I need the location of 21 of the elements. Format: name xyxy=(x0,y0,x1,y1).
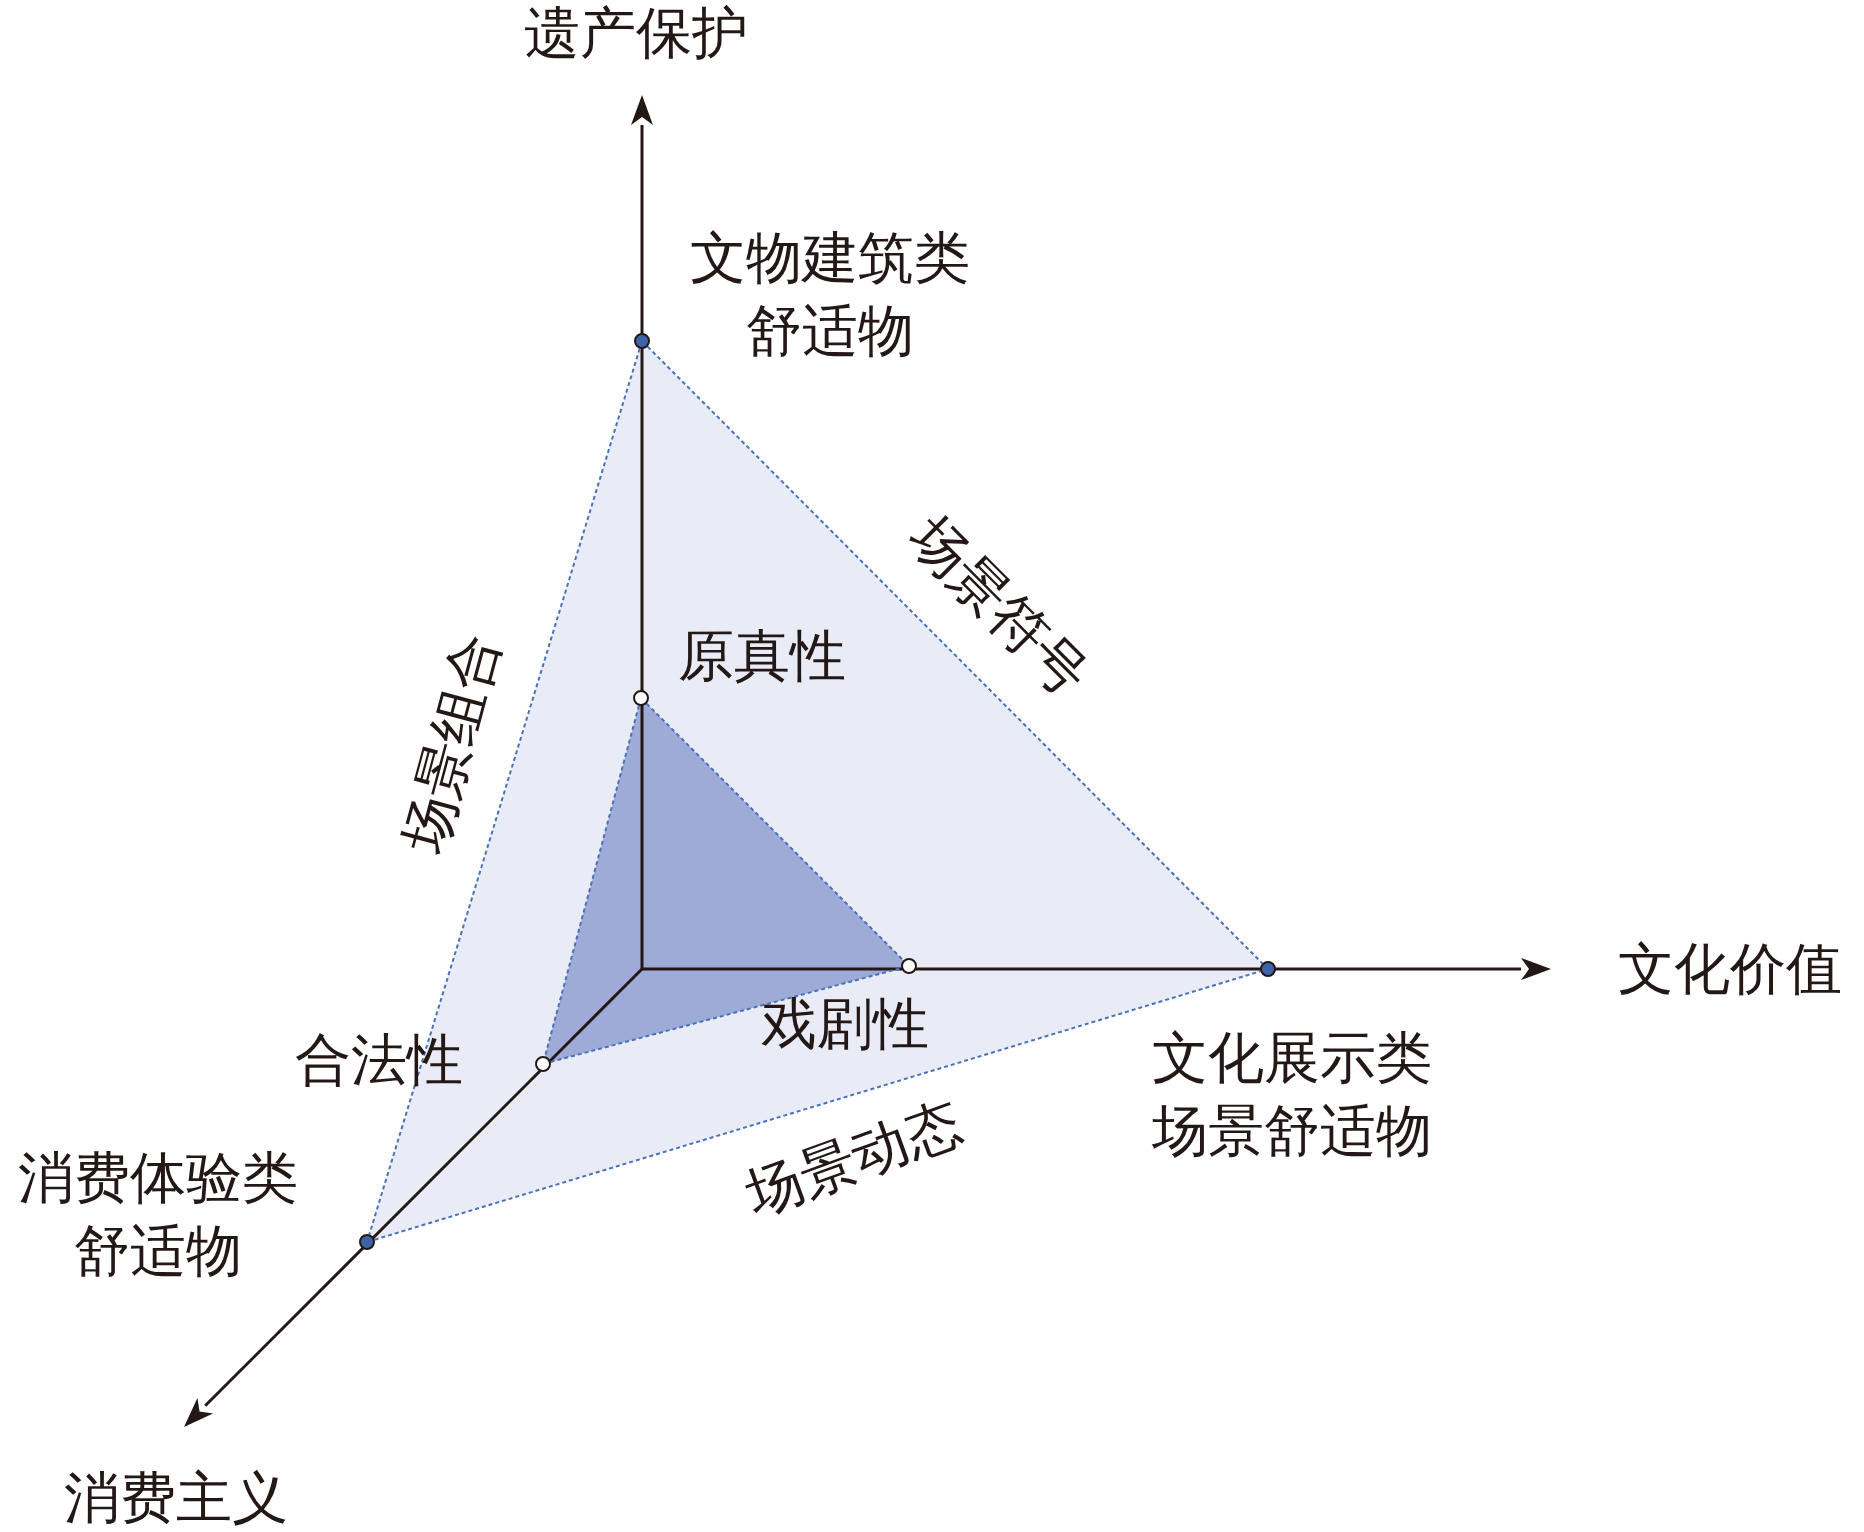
point-label: 原真性 xyxy=(678,624,846,689)
point-label: 消费体验类舒适物 xyxy=(17,1146,299,1284)
point-marker xyxy=(634,333,650,349)
dashed-line xyxy=(373,970,1262,1241)
point-label: 文物建筑类舒适物 xyxy=(689,226,971,364)
axis-title: 遗产保护 xyxy=(524,0,748,66)
edge-label: 场景动态 xyxy=(737,1090,971,1229)
point-label: 合法性 xyxy=(295,1028,463,1093)
dashed-line xyxy=(646,345,1264,965)
edge-label: 场景符号 xyxy=(897,503,1102,709)
dashed-line xyxy=(544,704,640,1058)
axis-title: 消费主义 xyxy=(64,1465,288,1531)
point-label: 戏剧性 xyxy=(761,992,929,1057)
dashed-line xyxy=(645,702,905,962)
dashed-line xyxy=(549,967,903,1063)
edge-label: 场景组合 xyxy=(391,625,512,861)
axis-title: 文化价值 xyxy=(1618,936,1842,1002)
point-marker xyxy=(359,1234,375,1250)
point-label: 文化展示类场景舒适物 xyxy=(1151,1026,1433,1164)
dashed-line xyxy=(368,347,641,1236)
point-marker xyxy=(1260,961,1276,977)
